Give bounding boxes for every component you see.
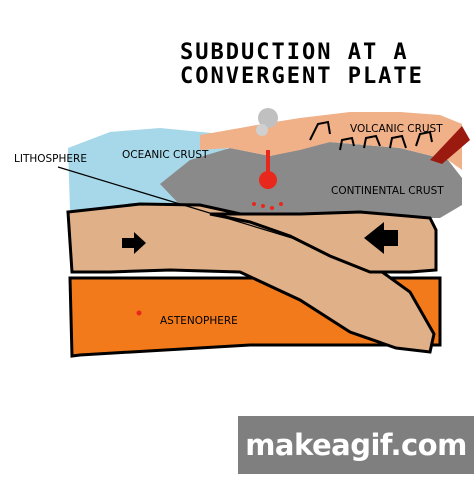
- volcanic-crust-label: VOLCANIC CRUST: [350, 123, 443, 135]
- smoke-plume: [256, 124, 268, 136]
- left-arrow-icon: [364, 222, 398, 254]
- magma-drop: [252, 202, 256, 206]
- continental-crust-label: CONTINENTAL CRUST: [331, 185, 444, 197]
- magma-dot: [136, 310, 142, 316]
- crust-edge: [430, 126, 470, 164]
- lithosphere-pointer: [57, 166, 293, 239]
- lithosphere-slab: [66, 202, 436, 354]
- magma-conduit: [266, 150, 270, 172]
- title-line-1: SUBDUCTION AT A: [180, 40, 409, 65]
- title-line-2: CONVERGENT PLATE: [180, 64, 424, 89]
- oceanic-crust-label: OCEANIC CRUST: [122, 149, 209, 161]
- volcano-outline: [309, 120, 433, 151]
- watermark: makeagif.com: [238, 416, 474, 474]
- continental-crust-layer: [160, 142, 462, 220]
- lithosphere-label: LITHOSPHERE: [14, 153, 87, 165]
- magma-drop: [279, 202, 283, 206]
- astenophere-label: ASTENOPHERE: [160, 315, 238, 327]
- magma-drop: [270, 206, 274, 210]
- right-arrow-icon: [122, 232, 146, 254]
- magma-chamber: [259, 171, 277, 189]
- smoke-plume: [258, 108, 278, 128]
- magma-drop: [261, 204, 265, 208]
